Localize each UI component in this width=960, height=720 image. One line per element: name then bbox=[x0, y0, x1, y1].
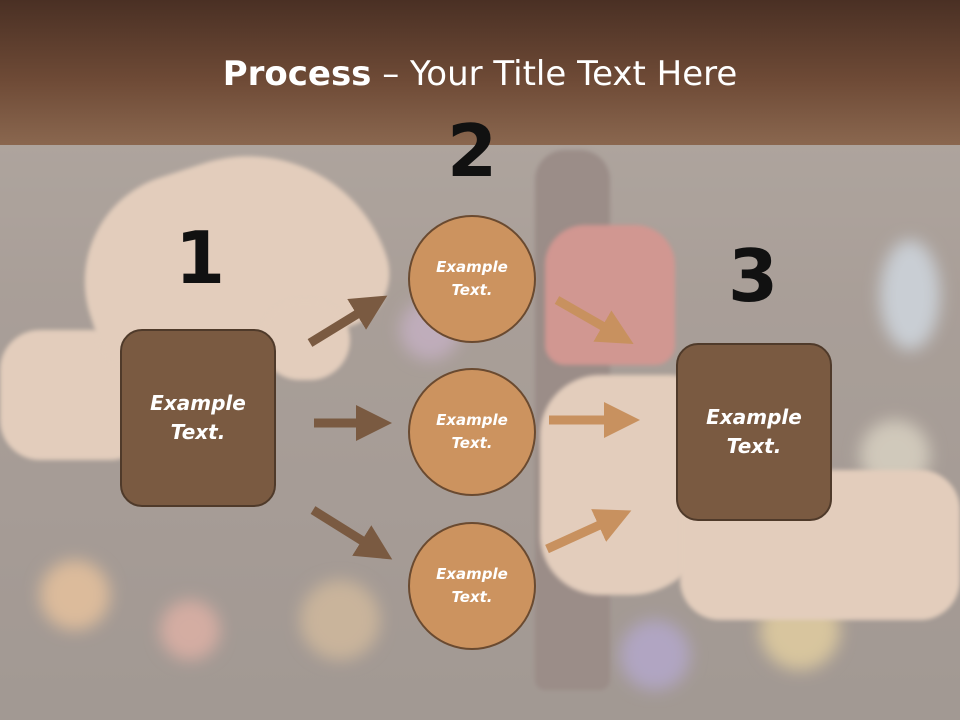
step2-circle-middle-line1: Example bbox=[436, 411, 508, 429]
step-number-2: 2 bbox=[446, 109, 498, 193]
step1-text-line2: Text. bbox=[170, 420, 226, 444]
step2-circle-bottom: Example Text. bbox=[408, 522, 536, 650]
step2-circle-top-line1: Example bbox=[436, 258, 508, 276]
step2-circle-bottom-line1: Example bbox=[436, 565, 508, 583]
step2-circle-middle-line2: Text. bbox=[451, 434, 493, 452]
arrow-bottom-to-step3 bbox=[545, 509, 632, 554]
title-bar: Process – Your Title Text Here bbox=[0, 0, 960, 145]
arrow-top-to-step3 bbox=[554, 296, 634, 344]
step2-circle-middle: Example Text. bbox=[408, 368, 536, 496]
step2-circle-top: Example Text. bbox=[408, 215, 536, 343]
step-number-3: 3 bbox=[727, 234, 779, 318]
step3-text-line2: Text. bbox=[726, 434, 782, 458]
step1-box: Example Text. bbox=[120, 329, 276, 507]
step1-text-line1: Example bbox=[150, 391, 246, 415]
slide-title: Process – Your Title Text Here bbox=[0, 52, 960, 96]
step-number-1: 1 bbox=[174, 216, 226, 300]
slide-title-bold: Process bbox=[222, 54, 372, 94]
slide-title-rest: – Your Title Text Here bbox=[371, 54, 738, 94]
arrow-step1-to-bottom bbox=[310, 506, 393, 560]
step2-circle-bottom-line2: Text. bbox=[451, 588, 493, 606]
step2-circle-top-line2: Text. bbox=[451, 281, 493, 299]
step3-box: Example Text. bbox=[676, 343, 832, 521]
arrow-step1-to-top bbox=[307, 295, 388, 347]
step3-text-line1: Example bbox=[706, 405, 802, 429]
